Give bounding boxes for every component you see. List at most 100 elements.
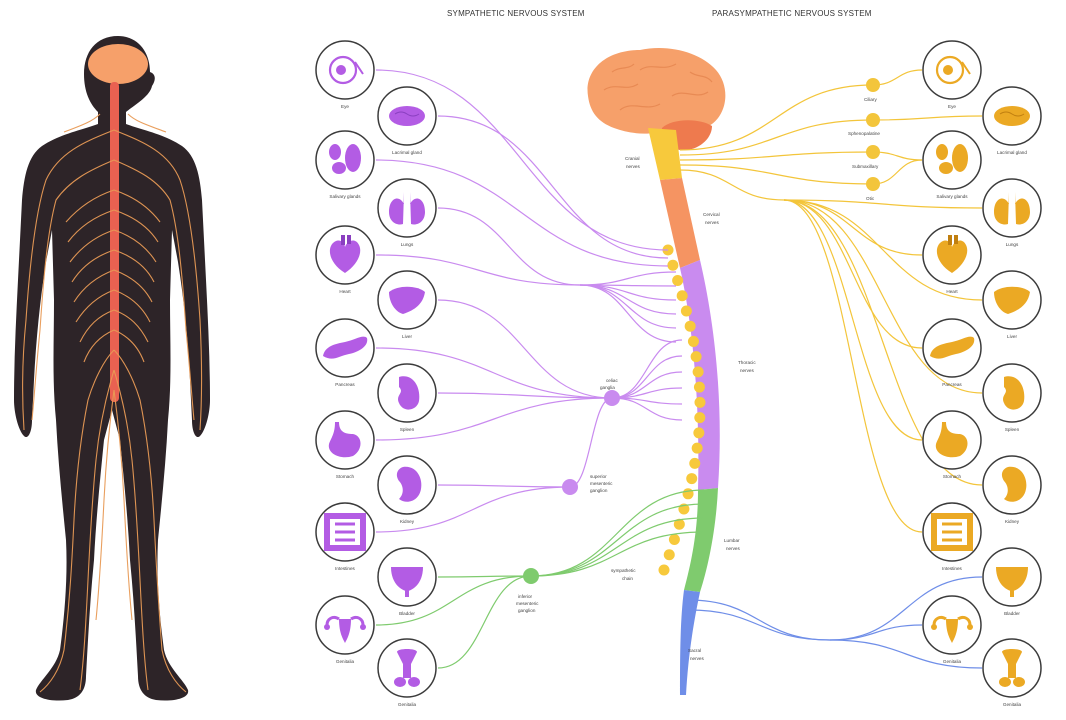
nerve-vagus-branch — [783, 199, 983, 486]
nerve-ciliary — [679, 84, 874, 151]
cranial-label-1: Cranial — [625, 156, 640, 161]
celiac-label-2: ganglia — [600, 385, 615, 390]
brain-folds — [603, 63, 713, 111]
parasympathetic-organ-pancreas: Pancreas — [922, 318, 982, 387]
organ-label: Genitalia — [1003, 702, 1022, 707]
parasympathetic-organ-lacrimal-gland: Lacrimal gland — [982, 86, 1042, 155]
sympathetic-organ-eye: Eye — [315, 40, 375, 109]
nerve-vagus-branch — [783, 199, 983, 209]
parasympathetic-organ-eye: Eye — [922, 40, 982, 109]
otic-ganglion — [866, 177, 880, 191]
chain-ganglion — [694, 412, 706, 424]
parasympathetic-organ-genitalia: Genitalia — [982, 638, 1042, 707]
nerve-vagus-branch — [783, 199, 923, 349]
celiac-ganglion — [604, 390, 620, 406]
bladder-icon — [391, 567, 423, 597]
sympathetic-organ-lungs: Lungs — [377, 178, 437, 247]
thoracic-label-1: Thoracic — [738, 360, 756, 365]
liver-icon — [389, 286, 425, 314]
genitalia-male-icon — [394, 649, 420, 687]
nerve-celiac-branch — [375, 347, 613, 399]
sympathetic-organ-pancreas: Pancreas — [315, 318, 375, 387]
nerve-intestines — [375, 486, 571, 533]
organ-label: Heart — [339, 289, 351, 294]
nerve-inf-mes-branch — [375, 575, 532, 626]
organ-label: Genitalia — [943, 659, 962, 664]
nerve-bladder — [829, 576, 983, 641]
cervical-spine — [660, 178, 700, 268]
nerve-cardiac-plexus — [579, 271, 677, 286]
brain — [587, 48, 726, 134]
intestines-icon — [324, 513, 366, 551]
stomach-icon — [328, 422, 361, 458]
chain-ganglion — [658, 564, 670, 576]
nerve-genitalia-m — [829, 639, 983, 669]
nerve-lumbar-root — [530, 489, 705, 577]
bladder-icon — [996, 567, 1028, 597]
sympathetic-organ-kidney: Kidney — [377, 455, 437, 524]
chain-ganglion — [676, 290, 688, 302]
inf-mes-label-1: inferior — [518, 594, 533, 599]
thoracic-label-2: nerves — [740, 368, 754, 373]
nerve-spheno-lacrimal — [872, 115, 983, 121]
nerve-celiac-root — [611, 339, 683, 399]
sympathetic-organ-salivary-glands: Salivary glands — [315, 130, 375, 199]
organ-label: Salivary glands — [936, 194, 968, 199]
chain-ganglion — [686, 473, 698, 485]
lumbar-spine — [684, 488, 718, 592]
nerve-connections — [375, 69, 983, 669]
organ-circle — [377, 178, 437, 238]
chain-label-1: sympathetic — [611, 568, 636, 573]
salivary-glands-icon — [329, 144, 361, 174]
human-figure — [14, 36, 210, 701]
nerve-cardiac-plexus — [579, 284, 677, 329]
organ-label: Lacrimal gland — [392, 150, 422, 155]
nerve-celiac-root — [611, 355, 683, 399]
organ-label: Genitalia — [336, 659, 355, 664]
organ-label: Stomach — [336, 474, 355, 479]
inf-mes-label-2: mesenteric — [516, 601, 539, 606]
parasympathetic-organ-genitalia: Genitalia — [922, 595, 982, 664]
chain-ganglion — [667, 259, 679, 271]
nerve-celiac-branch — [437, 299, 613, 399]
central-brain — [587, 48, 726, 695]
lacrimal-gland-icon — [994, 106, 1030, 126]
lumbar-label-2: nerves — [726, 546, 740, 551]
lumbar-label-1: Lumbar — [724, 538, 740, 543]
chain-ganglion — [663, 549, 675, 561]
sympathetic-organ-bladder: Bladder — [377, 547, 437, 616]
organ-label: Heart — [946, 289, 958, 294]
chain-ganglion — [680, 305, 692, 317]
spleen-icon — [1003, 376, 1025, 410]
organ-label: Lungs — [401, 242, 414, 247]
nerve-sacral-2 — [687, 609, 831, 641]
organ-label: Intestines — [335, 566, 355, 571]
genitalia-female-icon — [324, 615, 366, 643]
sympathetic-title: SYMPATHETIC NERVOUS SYSTEM — [447, 9, 585, 18]
parasympathetic-organ-lungs: Lungs — [982, 178, 1042, 247]
cranial-label-2: nerves — [626, 164, 640, 169]
cervical-label-2: nerves — [705, 220, 719, 225]
kidney-icon — [396, 466, 422, 502]
liver-icon — [994, 286, 1030, 314]
sympathetic-organ-heart: Heart — [315, 225, 375, 294]
sympathetic-organ-stomach: Stomach — [315, 410, 375, 479]
sympathetic-organ-intestines: Intestines — [315, 502, 375, 571]
lungs-icon — [389, 192, 425, 225]
organ-label: Spleen — [400, 427, 415, 432]
lacrimal-gland-icon — [389, 106, 425, 126]
sympathetic-organ-genitalia: Genitalia — [315, 595, 375, 664]
sup-mes-label-3: ganglion — [590, 488, 608, 493]
spleen-icon — [398, 376, 420, 410]
nerve-celiac-root — [611, 371, 683, 399]
nerve-celiac-branch — [437, 392, 613, 399]
nerve-celiac-branch — [375, 397, 613, 441]
organ-label: Genitalia — [398, 702, 417, 707]
organ-label: Lacrimal gland — [997, 150, 1027, 155]
kidney-icon — [1001, 466, 1027, 502]
parasympathetic-organ-stomach: Stomach — [922, 410, 982, 479]
